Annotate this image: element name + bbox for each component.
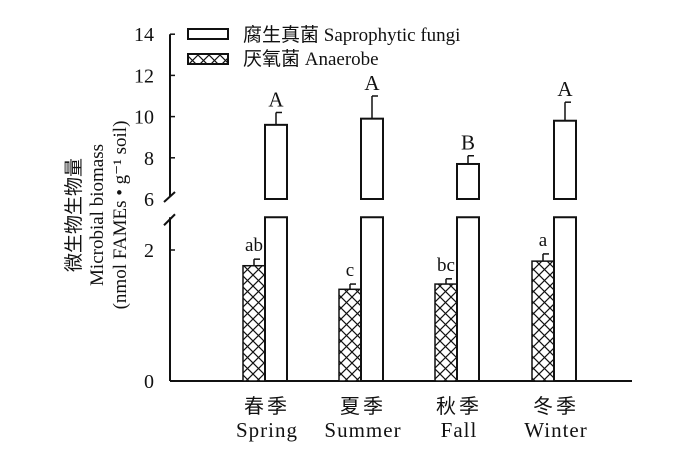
bar-anaerobe (434, 283, 458, 382)
y-label-unit: (nmol FAMEs • g⁻¹ soil) (110, 121, 131, 310)
legend-swatch-anaerobe (187, 53, 229, 65)
x-tick-label-en: Fall (441, 418, 478, 442)
bar-fungi-upper (456, 162, 480, 200)
y-label-cn: 微生物生物量 (63, 158, 85, 272)
x-tick-label-en: Spring (236, 418, 298, 442)
bar-fungi-lower (553, 216, 577, 382)
legend-label-fungi: 腐生真菌 Saprophytic fungi (243, 24, 460, 46)
legend-label-anaerobe: 厌氧菌 Anaerobe (243, 48, 379, 70)
bar-fungi-upper (264, 123, 288, 200)
significance-label-fungi: A (557, 77, 573, 101)
x-tick-label-en: Winter (524, 418, 587, 442)
x-tick-label-en: Summer (324, 418, 401, 442)
legend-swatch-fungi (187, 28, 229, 40)
y-axis-label: 微生物生物量 Microbial biomass (nmol FAMEs • g… (63, 121, 131, 310)
significance-label-fungi: A (364, 71, 380, 95)
bar-fungi-upper (553, 119, 577, 200)
x-tick-label-cn: 冬季 (533, 395, 579, 418)
y-tick-label: 0 (144, 371, 154, 393)
bar-anaerobe (531, 260, 555, 382)
x-tick-label-cn: 秋季 (436, 395, 482, 418)
bars: ab Ac Abc Ba A (242, 71, 577, 382)
y-tick-label: 8 (144, 148, 154, 170)
significance-label-anaerobe: bc (437, 255, 455, 276)
x-tick-label-cn: 夏季 (340, 395, 386, 418)
significance-label-anaerobe: ab (245, 235, 263, 256)
y-tick-label: 2 (144, 240, 154, 262)
axis-break-mark (163, 213, 176, 226)
y-tick-label: 12 (134, 65, 154, 87)
bar-fungi-lower (456, 216, 480, 382)
bar-fungi-lower (360, 216, 384, 382)
significance-label-anaerobe: a (539, 230, 548, 251)
significance-label-anaerobe: c (346, 260, 354, 281)
bar-anaerobe (338, 288, 362, 382)
y-label-en: Microbial biomass (87, 144, 108, 286)
bar-fungi-lower (264, 216, 288, 382)
y-tick-label: 10 (134, 107, 154, 129)
axis-break-mark (163, 191, 176, 203)
significance-label-fungi: A (268, 87, 284, 111)
x-tick-label-cn: 春季 (244, 395, 290, 418)
y-tick-label: 6 (144, 189, 154, 211)
bar-anaerobe (242, 264, 266, 382)
y-tick-label: 14 (134, 24, 154, 46)
bar-fungi-upper (360, 117, 384, 200)
legend: 腐生真菌 Saprophytic fungi 厌氧菌 Anaerobe (187, 24, 460, 70)
significance-label-fungi: B (461, 131, 475, 155)
